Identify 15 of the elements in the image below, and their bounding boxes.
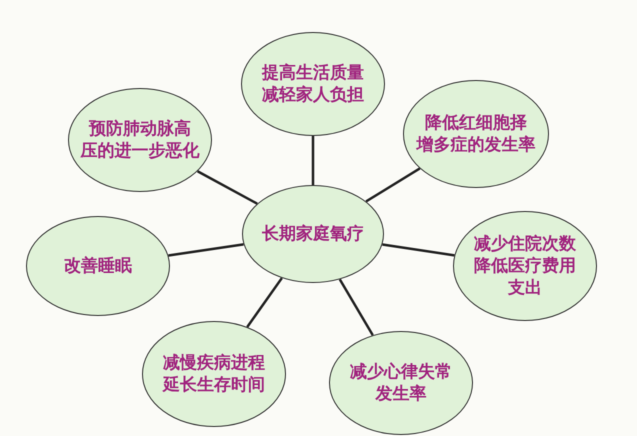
connector-line — [382, 243, 455, 257]
node-text: 减少住院次数降低医疗费用支出 — [474, 233, 576, 299]
node-text: 改善睡眠 — [64, 255, 132, 277]
connector-line — [338, 278, 374, 336]
node-text: 降低红细胞择增多症的发生率 — [416, 112, 536, 156]
connector-line — [196, 170, 258, 205]
connector-line — [312, 136, 314, 185]
connector-line — [168, 243, 244, 257]
connector-line — [246, 277, 283, 328]
connector-line — [365, 167, 420, 203]
node-text: 长期家庭氧疗 — [262, 223, 364, 245]
node-text: 提高生活质量减轻家人负担 — [262, 62, 364, 106]
node-text: 减少心律失常发生率 — [350, 361, 452, 405]
node-text: 减慢疾病进程延长生存时间 — [163, 352, 265, 396]
node-text: 预防肺动脉高压的进一步恶化 — [80, 118, 200, 162]
